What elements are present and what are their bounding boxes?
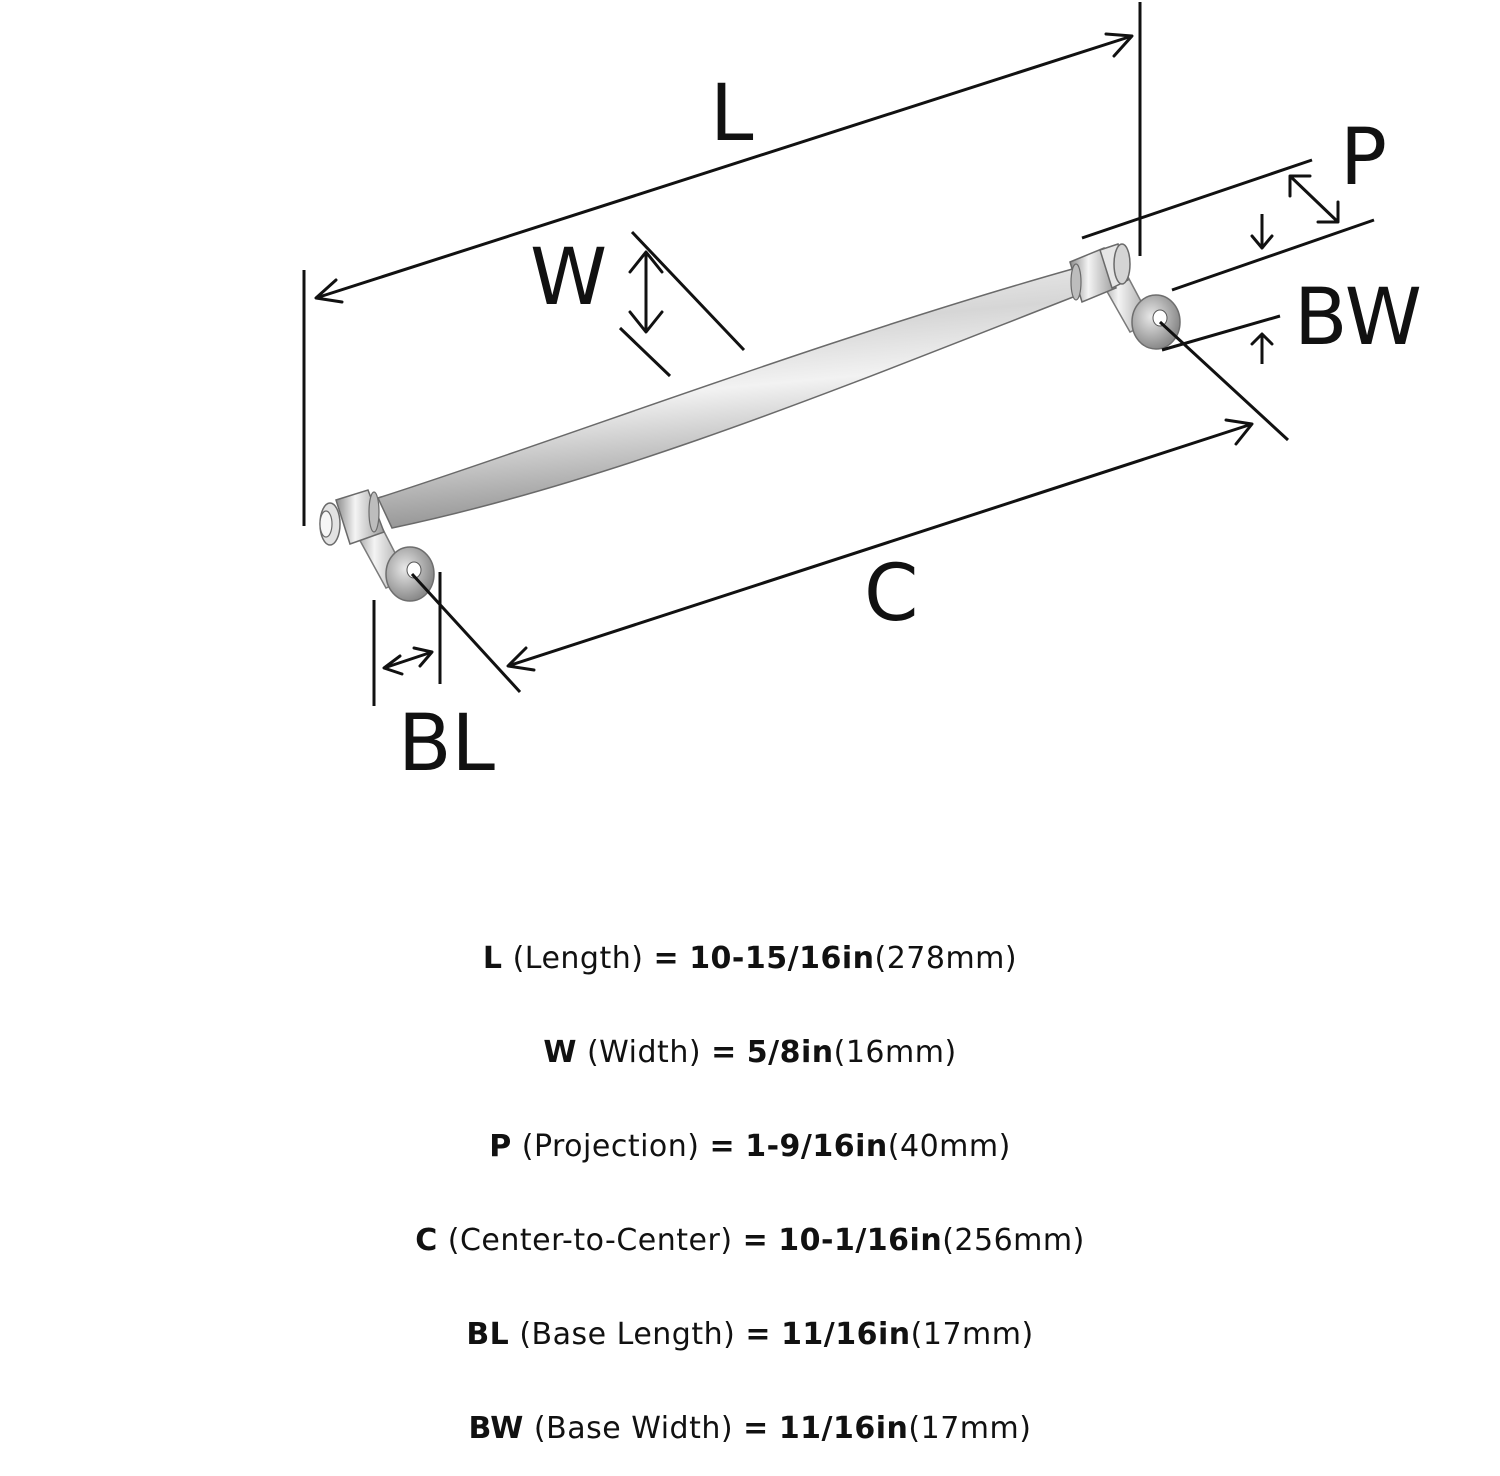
projection-label: P <box>1340 113 1387 203</box>
spec-equals: = <box>743 1411 769 1446</box>
base-length-label: BL <box>398 699 496 789</box>
left-end-cap <box>319 489 385 546</box>
spec-imperial: 10-1/16in <box>778 1223 943 1258</box>
spec-row-width: W (Width) = 5/8in(16mm) <box>0 1006 1500 1100</box>
spec-equals: = <box>653 941 680 976</box>
base-length-dimension: BL <box>372 572 496 789</box>
spec-metric: (17mm) <box>908 1411 1032 1446</box>
spec-name: (Projection) <box>521 1129 700 1164</box>
spec-imperial: 5/8in <box>746 1035 834 1070</box>
spec-name: (Base Width) <box>533 1411 734 1446</box>
spec-metric: (278mm) <box>874 941 1018 976</box>
spec-row-base-width: BW (Base Width) = 11/16in(17mm) <box>0 1382 1500 1476</box>
spec-symbol: W <box>543 1035 577 1070</box>
spec-imperial: 1-9/16in <box>745 1129 888 1164</box>
width-dimension: W <box>530 230 746 378</box>
cabinet-pull-illustration <box>319 243 1181 602</box>
length-label: L <box>710 69 754 159</box>
spec-equals: = <box>709 1129 736 1164</box>
length-dimension: L <box>302 2 1142 526</box>
spec-row-center-to-center: C (Center-to-Center) = 10-1/16in(256mm) <box>0 1194 1500 1288</box>
dimension-spec-list: L (Length) = 10-15/16in(278mm) W (Width)… <box>0 912 1500 1476</box>
spec-metric: (17mm) <box>910 1317 1034 1352</box>
spec-name: (Width) <box>586 1035 702 1070</box>
spec-row-base-length: BL (Base Length) = 11/16in(17mm) <box>0 1288 1500 1382</box>
projection-dimension: P <box>1081 113 1387 292</box>
spec-name: (Center-to-Center) <box>447 1223 733 1258</box>
spec-metric: (40mm) <box>887 1129 1011 1164</box>
cabinet-pull-dimension-diagram: L W P BW C <box>302 2 1422 789</box>
spec-equals: = <box>711 1035 737 1070</box>
spec-row-length: L (Length) = 10-15/16in(278mm) <box>0 912 1500 1006</box>
width-label: W <box>530 233 607 323</box>
spec-symbol: BW <box>468 1411 524 1446</box>
spec-symbol: BL <box>466 1317 510 1352</box>
spec-metric: (16mm) <box>833 1035 957 1070</box>
spec-symbol: C <box>415 1223 438 1258</box>
right-end-cap <box>1069 243 1131 304</box>
spec-symbol: P <box>489 1129 512 1164</box>
spec-row-projection: P (Projection) = 1-9/16in(40mm) <box>0 1100 1500 1194</box>
spec-name: (Length) <box>512 941 644 976</box>
pull-bar <box>376 267 1087 529</box>
spec-name: (Base Length) <box>519 1317 736 1352</box>
base-width-label: BW <box>1294 273 1422 363</box>
base-width-dimension: BW <box>1161 273 1422 364</box>
center-label: C <box>864 549 918 639</box>
spec-imperial: 11/16in <box>781 1317 911 1352</box>
spec-metric: (256mm) <box>942 1223 1085 1258</box>
center-dimension: C <box>410 320 1290 694</box>
spec-equals: = <box>742 1223 769 1258</box>
spec-imperial: 10-15/16in <box>689 941 875 976</box>
spec-equals: = <box>745 1317 772 1352</box>
spec-symbol: L <box>482 941 503 976</box>
spec-imperial: 11/16in <box>778 1411 909 1446</box>
